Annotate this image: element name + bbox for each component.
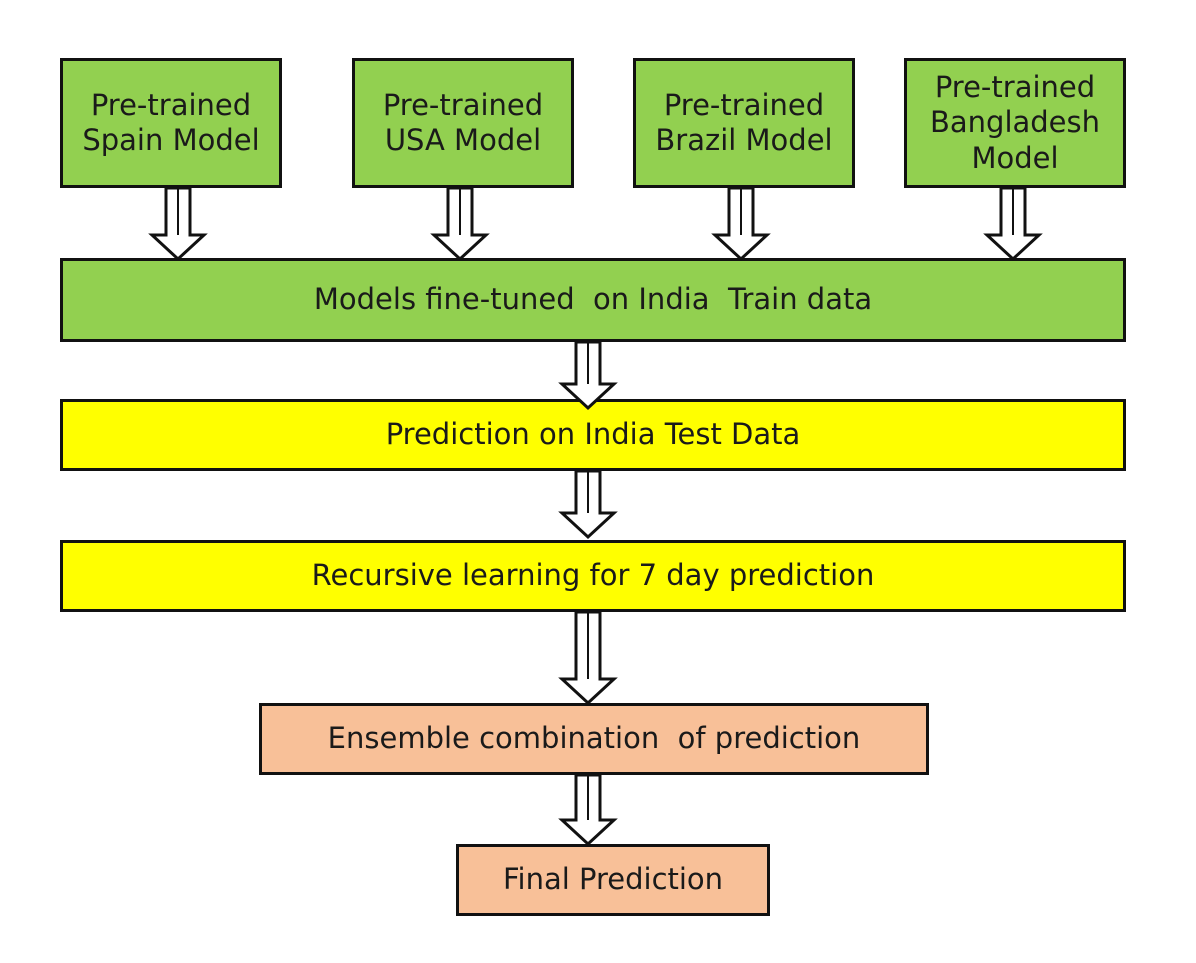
spain-model-box: Pre-trained Spain Model xyxy=(60,58,282,188)
recursive-learning-label: Recursive learning for 7 day prediction xyxy=(311,558,875,593)
spain-model-label: Pre-trained Spain Model xyxy=(82,87,260,157)
fine-tune-label: Models fine-tuned on India Train data xyxy=(313,282,873,317)
bangladesh-model-box: Pre-trained Bangladesh Model xyxy=(904,58,1126,188)
arrow-bangladesh-to-finetune xyxy=(983,186,1043,262)
recursive-learning-box: Recursive learning for 7 day prediction xyxy=(60,540,1126,612)
arrow-spain-to-finetune xyxy=(148,186,208,262)
fine-tune-box: Models fine-tuned on India Train data xyxy=(60,258,1126,342)
final-prediction-label: Final Prediction xyxy=(502,862,724,897)
ensemble-label: Ensemble combination of prediction xyxy=(327,721,861,756)
arrow-ensemble-to-final xyxy=(558,773,618,847)
final-prediction-box: Final Prediction xyxy=(456,844,770,916)
usa-model-label: Pre-trained USA Model xyxy=(382,87,544,157)
bangladesh-model-label: Pre-trained Bangladesh Model xyxy=(929,69,1101,175)
arrow-test-to-recursive xyxy=(558,469,618,540)
arrow-brazil-to-finetune xyxy=(711,186,771,262)
arrow-recursive-to-ensemble xyxy=(558,610,618,706)
brazil-model-label: Pre-trained Brazil Model xyxy=(655,87,833,157)
usa-model-box: Pre-trained USA Model xyxy=(352,58,574,188)
arrow-usa-to-finetune xyxy=(430,186,490,262)
brazil-model-box: Pre-trained Brazil Model xyxy=(633,58,855,188)
test-prediction-label: Prediction on India Test Data xyxy=(385,417,801,452)
test-prediction-box: Prediction on India Test Data xyxy=(60,399,1126,471)
ensemble-box: Ensemble combination of prediction xyxy=(259,703,929,775)
